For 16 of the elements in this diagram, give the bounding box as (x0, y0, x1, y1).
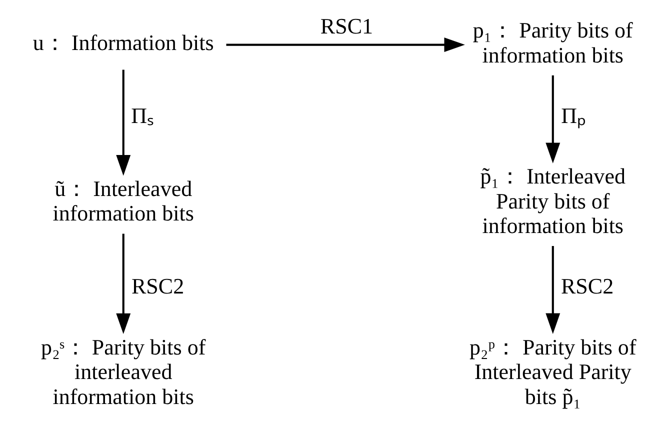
node-text: u： Information bits (32, 30, 214, 55)
arrow (116, 69, 131, 176)
arrow (546, 246, 560, 334)
node-text: p₂ᵖ： Parity bits of Interleaved Parity bits p̃₁ (470, 334, 636, 408)
node-text: p₁： Parity bits of information bits (472, 17, 633, 67)
arrow (116, 233, 131, 334)
edge-label: RSC2 (560, 273, 614, 298)
node-text: p̃₁： Interleaved Parity bits of information bits (480, 163, 626, 238)
arrow (226, 37, 465, 52)
edge-label: Πₛ (131, 102, 154, 128)
edge-label: RSC2 (131, 273, 184, 298)
edge-label: RSC1 (320, 13, 374, 38)
arrow (546, 74, 560, 163)
node-text: ũ： Interleaved information bits (52, 175, 194, 226)
edge-label: Πₚ (561, 102, 586, 128)
node-text: p₂ˢ： Parity bits of interleaved information bits (41, 334, 206, 408)
